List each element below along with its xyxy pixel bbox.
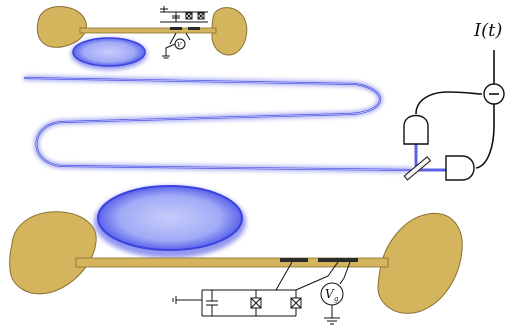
upper-detector-icon [403, 114, 429, 145]
small-right-pad [211, 7, 248, 56]
large-left-pad [9, 211, 97, 295]
bottom-ground-icon [324, 305, 340, 325]
gate-voltage-subscript: g [334, 295, 339, 303]
detection-setup: I(t) [403, 20, 505, 181]
right-detector-icon [445, 155, 475, 181]
large-junction-left [280, 258, 308, 262]
small-left-pad [36, 6, 87, 48]
small-junction-left [170, 27, 182, 30]
small-device: V [36, 6, 248, 70]
small-coupling-bar [79, 27, 217, 34]
fiber-glow [23, 75, 414, 173]
large-control-circuit: V g [172, 261, 351, 325]
junction-box-left-icon [250, 297, 262, 309]
gate-voltage-label: V [325, 287, 335, 301]
large-right-pad [377, 212, 463, 314]
large-coupling-bar [75, 257, 389, 268]
small-gate-voltage-label: V [177, 42, 182, 49]
junction-box-right-icon [290, 297, 302, 309]
capacitor-icon [201, 289, 296, 317]
beam-splitter-icon [403, 156, 432, 181]
right-detector-wire [475, 104, 495, 169]
current-label: I(t) [473, 20, 502, 41]
large-device [9, 185, 463, 314]
optical-fiber [23, 75, 446, 173]
fiber-core [23, 77, 414, 171]
small-junction-right [188, 27, 200, 30]
large-resonator-disc [97, 185, 243, 251]
small-control-circuit: V [160, 6, 208, 59]
large-junction-right [318, 258, 358, 262]
left-ground-icon [172, 296, 202, 304]
upper-detector-wire [415, 91, 483, 115]
small-resonator-disc [72, 37, 146, 67]
